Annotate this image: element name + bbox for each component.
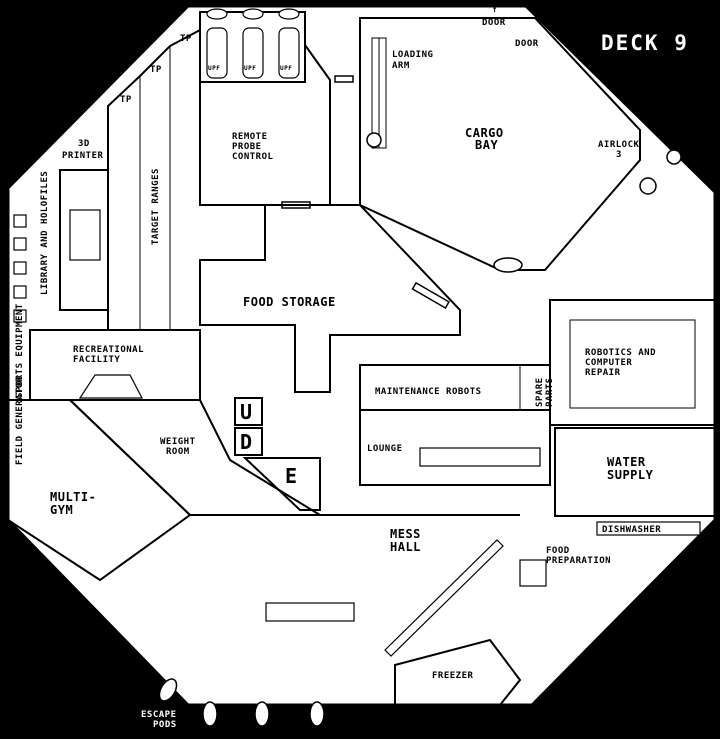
target-ranges-label: TARGET RANGES — [151, 168, 161, 245]
mess-hall-label-2: HALL — [390, 540, 421, 554]
escape-pods[interactable] — [156, 676, 325, 727]
water-supply-room[interactable] — [554, 427, 716, 517]
robotics-label-1: ROBOTICS AND — [585, 348, 656, 358]
mess-hall-table — [265, 602, 355, 622]
food-prep-station — [519, 559, 547, 587]
mess-hall-label-1: MESS — [390, 527, 421, 541]
food-prep-label-2: PREPARATION — [546, 556, 611, 566]
remote-probe-control-room[interactable] — [199, 12, 331, 206]
weight-room-label-1: WEIGHT — [160, 437, 196, 447]
airlock-label-2: 3 — [616, 150, 622, 160]
freezer-label: FREEZER — [432, 671, 474, 681]
elevator-up[interactable] — [234, 397, 263, 426]
freezer-room[interactable] — [394, 638, 522, 706]
sports-equipment-label: SPORTS EQUIPMENT — [15, 303, 25, 398]
weight-room-label-2: ROOM — [166, 447, 190, 457]
cargo-bay-label-1: CARGO — [465, 126, 504, 140]
tp-label-2: TP — [150, 65, 162, 75]
cargo-bay-room[interactable] — [359, 17, 641, 271]
elevator-e-label: E — [285, 464, 298, 488]
lounge-room[interactable] — [359, 409, 551, 486]
lounge-label: LOUNGE — [367, 444, 403, 454]
escape-pods-label-1: ESCAPE — [141, 710, 177, 720]
remote-probe-label-2: PROBE — [232, 142, 262, 152]
maintenance-robots-label: MAINTENANCE ROBOTS — [375, 387, 482, 397]
tp-label-1: TP — [180, 34, 192, 44]
food-storage-label: FOOD STORAGE — [243, 295, 336, 309]
food-prep-label-1: FOOD — [546, 546, 570, 556]
cargo-bay-label-2: BAY — [475, 138, 498, 152]
serving-counter — [384, 539, 504, 657]
robotics-label-2: COMPUTER — [585, 358, 632, 368]
spare-parts-label-1: SPARE — [535, 377, 545, 407]
airlock-hatch[interactable] — [639, 177, 657, 195]
robotics-label-3: REPAIR — [585, 368, 621, 378]
cargo-door-south[interactable] — [493, 257, 523, 273]
deck-label: DECK 9 — [601, 31, 689, 55]
library-terminals — [13, 214, 27, 323]
library-room[interactable] — [59, 169, 109, 311]
printer-label-2: PRINTER — [62, 151, 104, 161]
multi-gym-room[interactable] — [7, 399, 192, 582]
upf-label-1: UPF — [208, 65, 220, 72]
door-label-2: DOOR — [515, 39, 539, 49]
tp-label-3: TP — [120, 95, 132, 105]
dishwasher[interactable] — [596, 521, 701, 536]
upf-label-3: UPF — [280, 65, 292, 72]
remote-probe-label-1: REMOTE — [232, 132, 268, 142]
loading-arm-label-2: ARM — [392, 61, 410, 71]
upf-label-2: UPF — [244, 65, 256, 72]
library-table — [69, 209, 101, 261]
elevator-up-label: U — [240, 400, 253, 424]
remote-probe-label-3: CONTROL — [232, 152, 274, 162]
door-label-1: DOOR — [482, 18, 506, 28]
airlock-label-1: AIRLOCK — [598, 140, 640, 150]
food-storage-room[interactable] — [199, 204, 461, 393]
water-supply-label-2: SUPPLY — [607, 468, 654, 482]
printer-label-1: 3D — [78, 139, 90, 149]
rec-ramp — [78, 374, 143, 399]
water-supply-label-1: WATER — [607, 455, 646, 469]
upf-door[interactable] — [334, 75, 354, 83]
rec-facility-label-1: RECREATIONAL — [73, 345, 144, 355]
loading-arm-label-1: LOADING — [392, 50, 433, 60]
upf-probes — [206, 8, 300, 79]
deck-hull — [6, 4, 717, 707]
lounge-sofa — [419, 447, 541, 467]
airlock-outer-hatch[interactable] — [666, 149, 682, 165]
dishwasher-label: DISHWASHER — [602, 525, 661, 535]
library-label: LIBRARY AND HOLOFILES — [40, 171, 50, 295]
field-generator-label: FIELD GENERATOR — [15, 376, 25, 465]
elevator-e[interactable] — [242, 457, 321, 511]
elevator-down[interactable] — [234, 427, 263, 456]
rec-facility-label-2: FACILITY — [73, 355, 120, 365]
escape-pods-label-2: PODS — [153, 720, 177, 730]
arrow-icon: ↑ — [492, 5, 498, 15]
food-storage-door[interactable] — [411, 281, 450, 309]
loading-arm-base — [366, 132, 382, 148]
elevator-down-label: D — [240, 430, 253, 454]
robotics-room[interactable] — [549, 299, 716, 426]
multi-gym-label-1: MULTI- — [50, 490, 96, 504]
multi-gym-label-2: GYM — [50, 503, 73, 517]
